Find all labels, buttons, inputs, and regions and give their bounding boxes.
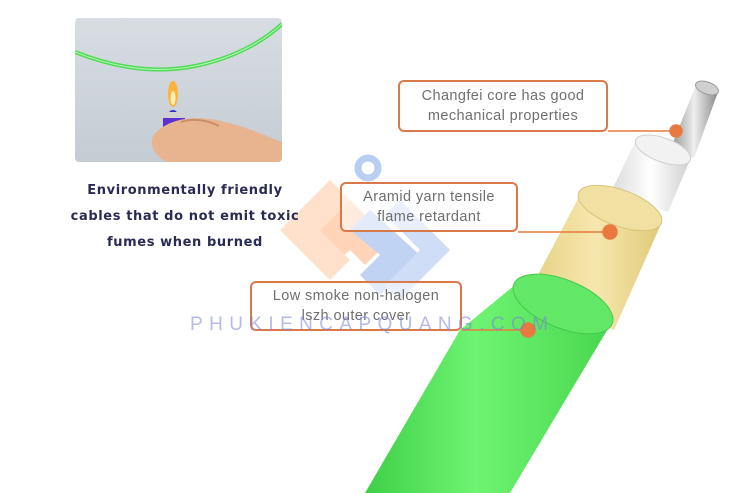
core-marker-dot [669,124,683,138]
lszh-callout-text: Low smoke non-halogen lszh outer cover [272,288,440,324]
watermark-text: PHUKIENCAPQUANG.COM [190,314,555,335]
aramid-callout: Aramid yarn tensile flame retardant [340,182,518,232]
aramid-marker-dot [602,224,618,240]
aramid-callout-text: Aramid yarn tensile flame retardant [363,189,495,225]
core-callout: Changfei core has good mechanical proper… [398,80,608,132]
flame-test-photo [75,18,282,162]
eco-caption: Environmentally friendly cables that do … [70,183,300,250]
core-callout-text: Changfei core has good mechanical proper… [421,88,585,124]
lszh-marker-dot [520,322,536,338]
fiber-core [670,80,719,158]
lszh-jacket [365,273,614,493]
lszh-callout: Low smoke non-halogen lszh outer cover [250,281,462,331]
